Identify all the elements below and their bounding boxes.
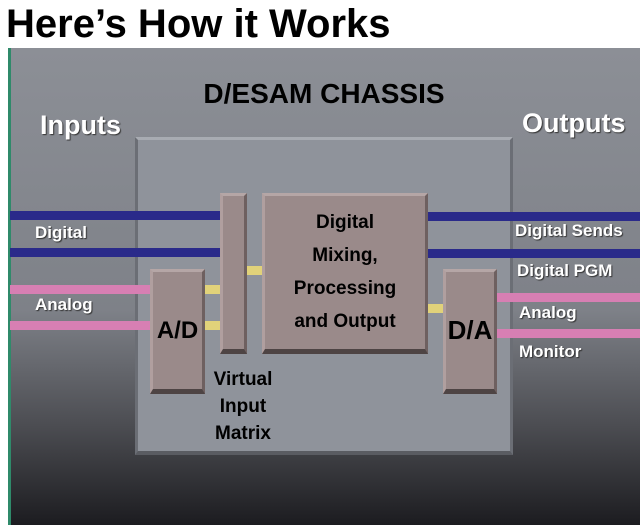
- digital-mixing-block: Digital Mixing, Processing and Output: [262, 193, 428, 354]
- vim-line: Matrix: [215, 423, 271, 444]
- outputs-heading: Outputs: [522, 108, 626, 138]
- digital-output-line-1: [428, 212, 640, 221]
- vim-line: Input: [219, 396, 267, 417]
- digital-sends-label: Digital Sends: [515, 221, 623, 240]
- dmp-line: Digital: [315, 212, 375, 233]
- slide-title: Here’s How it Works: [6, 2, 391, 46]
- inputs-heading: Inputs: [40, 110, 121, 140]
- virtual-input-matrix-label: Virtual Input Matrix: [193, 366, 293, 447]
- analog-output-line-2: [497, 329, 640, 338]
- digital-input-line-2: [10, 248, 220, 257]
- dmp-line: Mixing,: [312, 245, 378, 266]
- chassis-label: D/ESAM CHASSIS: [203, 78, 445, 109]
- virtual-input-matrix-block: [220, 193, 247, 354]
- connector: [205, 321, 220, 330]
- ad-converter-block: A/D: [150, 269, 205, 394]
- monitor-output-label: Monitor: [519, 342, 582, 361]
- dmp-line: Processing: [293, 278, 397, 299]
- vim-line: Virtual: [213, 369, 273, 390]
- digital-input-line-1: [10, 211, 220, 220]
- connector: [247, 266, 262, 275]
- digital-pgm-label: Digital PGM: [517, 261, 613, 280]
- analog-output-line-1: [497, 293, 640, 302]
- analog-input-line-2: [10, 321, 150, 330]
- dmp-line: and Output: [294, 311, 396, 332]
- connector: [428, 304, 443, 313]
- analog-output-label: Analog: [519, 303, 577, 322]
- digital-input-label: Digital: [35, 223, 87, 242]
- da-converter-block: D/A: [443, 269, 497, 394]
- da-label: D/A: [447, 315, 493, 345]
- connector: [205, 285, 220, 294]
- digital-output-line-2: [428, 249, 640, 258]
- ad-label: A/D: [156, 316, 199, 344]
- analog-input-label: Analog: [35, 295, 93, 314]
- analog-input-line-1: [10, 285, 150, 294]
